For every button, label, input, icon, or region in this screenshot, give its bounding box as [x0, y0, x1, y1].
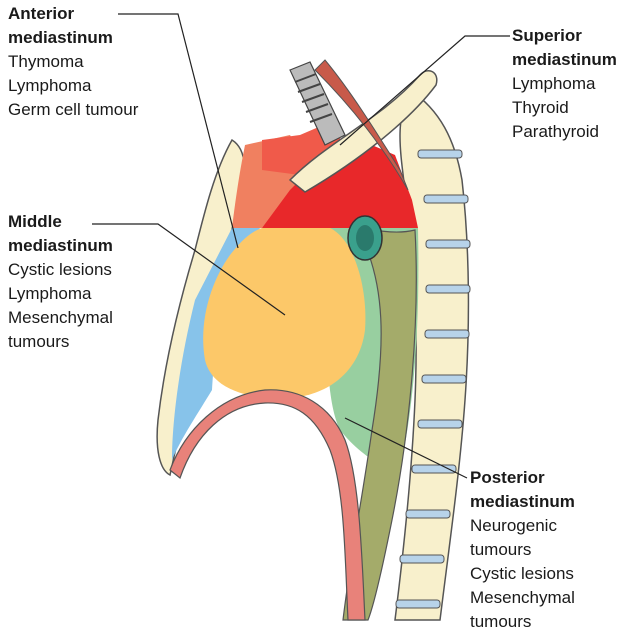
posterior-item-3: Cystic lesions: [470, 562, 575, 586]
superior-item-1: Lymphoma: [512, 72, 617, 96]
posterior-item-2: tumours: [470, 538, 575, 562]
anterior-label: Anterior mediastinum Thymoma Lymphoma Ge…: [8, 2, 138, 122]
anterior-item-2: Lymphoma: [8, 74, 138, 98]
middle-item-1: Cystic lesions: [8, 258, 113, 282]
middle-title-2: mediastinum: [8, 234, 113, 258]
superior-item-2: Thyroid: [512, 96, 617, 120]
superior-label: Superior mediastinum Lymphoma Thyroid Pa…: [512, 24, 617, 144]
anterior-title-2: mediastinum: [8, 26, 138, 50]
anterior-title-1: Anterior: [8, 2, 138, 26]
anterior-item-3: Germ cell tumour: [8, 98, 138, 122]
posterior-label: Posterior mediastinum Neurogenic tumours…: [470, 466, 575, 634]
posterior-title-2: mediastinum: [470, 490, 575, 514]
middle-item-3: Mesenchymal: [8, 306, 113, 330]
aortic-lumen: [356, 225, 374, 251]
superior-title-2: mediastinum: [512, 48, 617, 72]
superior-title-1: Superior: [512, 24, 617, 48]
anterior-item-1: Thymoma: [8, 50, 138, 74]
posterior-item-5: tumours: [470, 610, 575, 634]
posterior-item-4: Mesenchymal: [470, 586, 575, 610]
middle-label: Middle mediastinum Cystic lesions Lympho…: [8, 210, 113, 354]
middle-item-2: Lymphoma: [8, 282, 113, 306]
posterior-title-1: Posterior: [470, 466, 575, 490]
middle-title-1: Middle: [8, 210, 113, 234]
middle-item-4: tumours: [8, 330, 113, 354]
diaphragm: [170, 390, 365, 620]
superior-item-3: Parathyroid: [512, 120, 617, 144]
posterior-item-1: Neurogenic: [470, 514, 575, 538]
